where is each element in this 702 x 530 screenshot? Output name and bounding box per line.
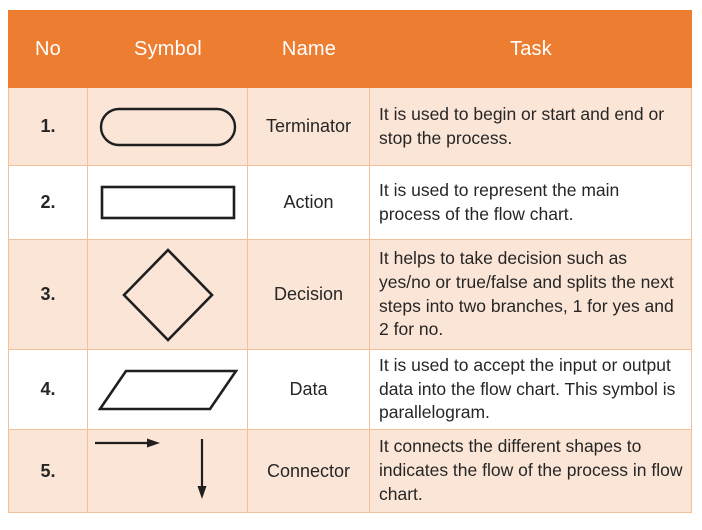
row-number: 5. (8, 430, 88, 513)
symbol-name: Terminator (248, 88, 370, 166)
row-number: 3. (8, 240, 88, 350)
symbol-task: It connects the different shapes to indi… (370, 430, 692, 513)
symbol-task: It is used to accept the input or output… (370, 350, 692, 430)
flowchart-symbols-table: No Symbol Name Task 1. Terminator It is … (8, 10, 692, 513)
symbol-task: It is used to begin or start and end or … (370, 88, 692, 166)
table-row-data: 4. Data It is used to accept the input o… (8, 350, 692, 430)
column-header-task: Task (510, 37, 552, 60)
data-parallelogram-icon (97, 369, 238, 410)
action-rectangle-icon (100, 185, 235, 220)
symbol-task: It is used to represent the main process… (370, 166, 692, 240)
table-row-terminator: 1. Terminator It is used to begin or sta… (8, 88, 692, 166)
symbol-name: Data (248, 350, 370, 430)
table-header-row: No Symbol Name Task (8, 10, 692, 88)
connector-arrows-icon (95, 438, 207, 499)
symbol-name: Action (248, 166, 370, 240)
symbol-name: Connector (248, 430, 370, 513)
symbol-name: Decision (248, 240, 370, 350)
row-number: 1. (8, 88, 88, 166)
symbol-cell (88, 166, 248, 240)
symbol-cell (88, 88, 248, 166)
column-header-name: Name (281, 37, 337, 60)
table-row-connector: 5. Connector It connects the different s… (8, 430, 692, 513)
symbol-cell (88, 240, 248, 350)
row-number: 2. (8, 166, 88, 240)
symbol-task: It helps to take decision such as yes/no… (370, 240, 692, 350)
terminator-stadium-icon (99, 107, 236, 146)
decision-diamond-icon (121, 247, 214, 342)
symbol-cell (88, 350, 248, 430)
table-row-decision: 3. Decision It helps to take decision su… (8, 240, 692, 350)
row-number: 4. (8, 350, 88, 430)
table-row-action: 2. Action It is used to represent the ma… (8, 166, 692, 240)
column-header-symbol: Symbol (134, 37, 202, 60)
column-header-no: No (35, 37, 61, 60)
symbol-cell (88, 430, 248, 513)
